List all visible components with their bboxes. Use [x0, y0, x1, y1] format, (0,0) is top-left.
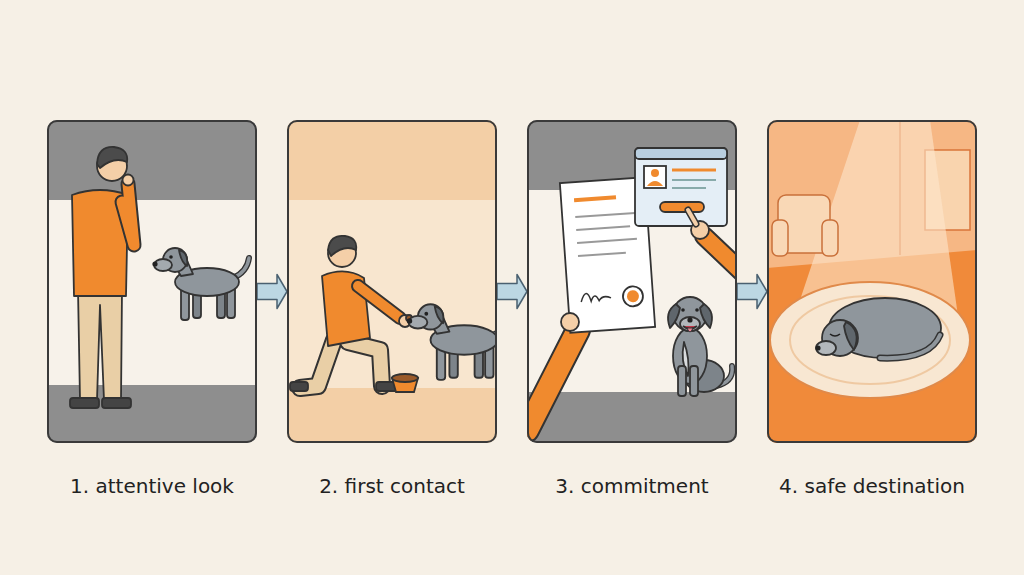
- standing-man: [70, 147, 134, 408]
- dog: [407, 304, 497, 380]
- browser-window: [635, 148, 727, 226]
- step-panel: 3. commitment: [527, 120, 737, 443]
- attentive-look-scene: [47, 120, 257, 443]
- flow-arrow: [257, 275, 287, 309]
- step-label: 3. commitment: [504, 474, 760, 498]
- happy-dog: [668, 297, 732, 396]
- food-bowl: [392, 374, 418, 392]
- step-label: 4. safe destination: [744, 474, 1000, 498]
- commitment-scene: [527, 120, 737, 443]
- safe-destination-scene: [767, 120, 977, 443]
- flow-arrow: [497, 275, 527, 309]
- step-label: 2. first contact: [264, 474, 520, 498]
- first-contact-scene: [287, 120, 497, 443]
- step-panel: 4. safe destination: [767, 120, 977, 443]
- step-label: 1. attentive look: [24, 474, 280, 498]
- dog: [152, 248, 249, 320]
- step-panel: 1. attentive look: [47, 120, 257, 443]
- sleeping-dog: [815, 298, 941, 358]
- flow-arrow: [737, 275, 767, 309]
- kneeling-man: [290, 236, 412, 391]
- step-panel: 2. first contact: [287, 120, 497, 443]
- armchair: [772, 195, 838, 256]
